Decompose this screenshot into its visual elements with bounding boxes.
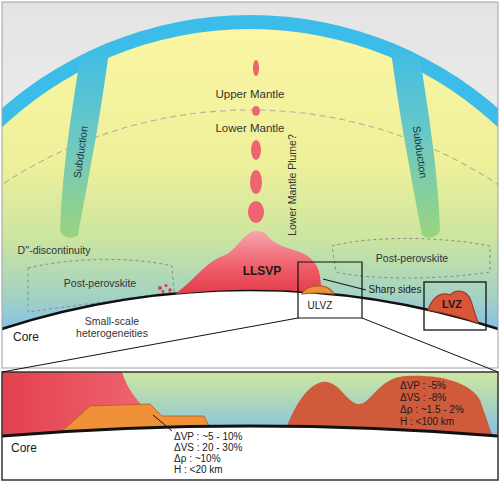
ulvz-shape	[302, 286, 334, 294]
feature-label: ULVZ	[308, 300, 333, 312]
plume-blob	[252, 106, 260, 116]
inset	[2, 372, 498, 480]
zoom-line	[2, 318, 298, 372]
property-value: H : <100 km	[400, 416, 454, 428]
region-shape: LVZ	[424, 286, 482, 326]
region-shape: LLSVP	[170, 226, 340, 298]
panel-frame	[2, 2, 498, 368]
inset-frame	[2, 372, 498, 480]
core-zoom	[2, 426, 498, 480]
earth-section	[2, 2, 498, 368]
property-value: Δρ : ~1.5 - 2%	[400, 404, 464, 416]
heterogeneity-dot	[164, 284, 167, 287]
feature-label: Small-scale heterogeneities	[66, 315, 158, 339]
property-value: ΔVS : 20 - 30%	[174, 442, 242, 454]
zoom-box	[298, 262, 362, 318]
region-name: LLSVP	[243, 265, 282, 279]
plume-blob	[250, 170, 262, 194]
plume-blob	[253, 60, 259, 76]
region-outline	[170, 226, 340, 298]
region-name: LVZ	[442, 298, 462, 311]
subducting-slab	[390, 44, 440, 238]
layer-name: Lower Mantle	[215, 122, 284, 135]
phase-label: Post-perovskite	[376, 252, 448, 264]
post-perovskite-outline	[332, 239, 490, 279]
layer-name: Upper Mantle	[215, 88, 284, 101]
subducting-slab	[60, 44, 110, 238]
property-value: ΔVS : -8%	[400, 392, 446, 404]
property-value: ΔVP : -5%	[400, 380, 446, 392]
phase-label: Post-perovskite	[64, 277, 136, 289]
heterogeneity-dot	[162, 290, 165, 293]
core-label: Core	[13, 331, 39, 345]
feature-label: Sharp sides	[369, 284, 422, 296]
heterogeneity-dot	[168, 288, 172, 292]
zoom-line	[362, 318, 498, 372]
property-value: H : <20 km	[174, 464, 223, 476]
plume-blob	[251, 140, 261, 160]
boundary-label: D''-discontinuity	[18, 244, 91, 256]
core-label: Core	[11, 442, 37, 456]
property-value: ΔVP : ~5 - 10%	[174, 431, 242, 443]
property-value: Δρ : ~10%	[174, 453, 221, 465]
lvz-shape	[428, 291, 478, 323]
leader-line	[153, 415, 172, 431]
zoom-box	[424, 282, 486, 330]
feature-label: Lower Mantle Plume?	[286, 134, 298, 236]
heterogeneity-dot	[158, 286, 162, 290]
plume-blob	[248, 201, 264, 223]
core-boundary	[2, 426, 498, 436]
